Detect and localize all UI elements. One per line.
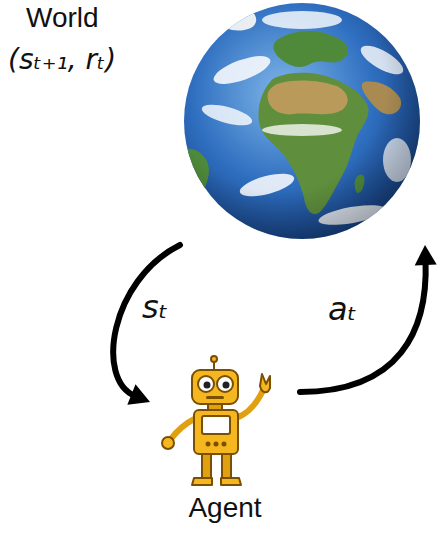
robot-pupil xyxy=(223,382,230,389)
globe-illustration xyxy=(182,0,422,242)
robot-head xyxy=(192,370,238,404)
node-title: Agent xyxy=(188,492,261,524)
robot-left-hand xyxy=(162,437,174,449)
antenna-tip xyxy=(211,356,217,362)
arrow-line xyxy=(300,261,426,392)
edge-label: sₜ xyxy=(140,290,170,325)
robot-eye xyxy=(198,376,214,392)
robot-button xyxy=(206,442,211,447)
node-title: World xyxy=(26,2,99,34)
robot-right-hand xyxy=(260,374,270,392)
robot-left-foot xyxy=(192,478,212,485)
edge-label: aₜ xyxy=(326,292,359,327)
robot-right-foot xyxy=(221,478,241,485)
flow-arrow xyxy=(300,245,437,392)
robot-mouth xyxy=(206,396,224,399)
world-node: World (sₜ₊₁, rₜ) xyxy=(0,0,437,245)
globe-shading xyxy=(184,3,420,239)
arrow-head xyxy=(127,384,150,404)
robot-left-leg xyxy=(202,454,211,478)
robot-body xyxy=(194,410,238,454)
robot-right-arm xyxy=(236,388,264,418)
agent-node: Agent xyxy=(150,354,300,540)
robot-eye xyxy=(217,376,233,392)
ocean xyxy=(184,3,420,239)
robot-button xyxy=(222,442,227,447)
robot-right-leg xyxy=(222,454,231,478)
arrow-head xyxy=(415,245,437,265)
robot-button xyxy=(214,442,219,447)
state-reward-label: (sₜ₊₁, rₜ) xyxy=(8,44,116,76)
robot-pupil xyxy=(204,382,211,389)
flow-arrow xyxy=(113,245,180,405)
arrow-line xyxy=(113,245,180,396)
robot-screen xyxy=(202,416,230,434)
robot-left-arm xyxy=(170,418,196,440)
robot-illustration xyxy=(150,354,300,490)
